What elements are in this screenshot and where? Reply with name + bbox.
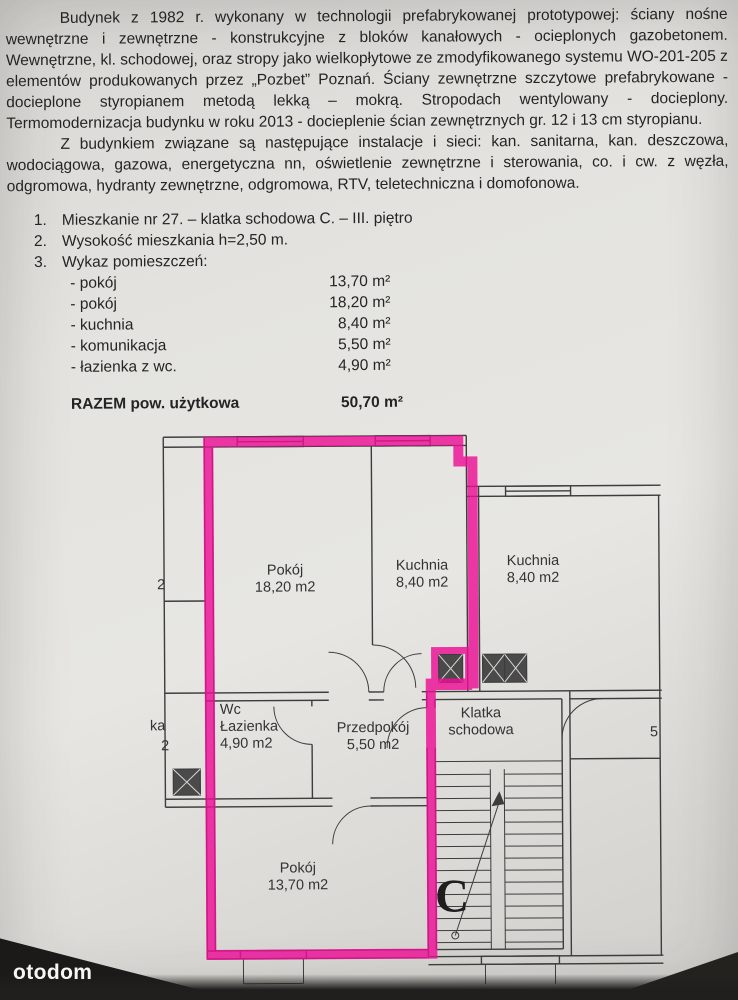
partial-label-left-mid1: ka	[149, 718, 166, 735]
partial-label-right: 5	[649, 724, 659, 741]
scan-shadow-bottom	[0, 974, 738, 1000]
room-label-area: 4,90 m2	[220, 735, 273, 752]
otodom-watermark: otodom	[13, 961, 93, 984]
room-label-area: 8,40 m2	[395, 574, 449, 591]
stairs	[435, 760, 564, 950]
room-label-name: Kuchnia	[506, 552, 560, 570]
stairs-direction-arrowhead	[491, 791, 505, 807]
room-label-pokoj-large: Pokój 18,20 m2	[255, 562, 316, 596]
room-label-area: 5,50 m2	[346, 736, 400, 754]
room-label-pokoj-small: Pokój 13,70 m2	[268, 860, 329, 894]
room-label-name: Kuchnia	[395, 557, 449, 574]
stairwell-letter: C	[434, 870, 470, 923]
apartment-highlight-outline	[203, 435, 479, 961]
room-label-przedpokoj: Przedpokój 5,50 m2	[337, 720, 410, 754]
partial-label-left-top: 2	[157, 577, 166, 594]
highlighted-shaft-box	[431, 646, 473, 691]
room-label-wc-lazienka: Wc Łazienka 4,90 m2	[220, 702, 278, 753]
room-label-name: Łazienka	[219, 718, 279, 735]
partial-label-left-mid2: 2	[161, 738, 170, 755]
room-label-name: Przedpokój	[336, 719, 410, 737]
room-label-kuchnia-neighbor: Kuchnia 8,40 m2	[507, 553, 560, 587]
room-label-area: 13,70 m2	[267, 877, 329, 894]
room-label-kuchnia: Kuchnia 8,40 m2	[396, 558, 449, 592]
room-label-area: 18,20 m2	[254, 579, 316, 596]
room-label-name: Wc	[219, 701, 241, 718]
room-label-klatka-schodowa: Klatka schodowa	[448, 705, 514, 739]
duct-shafts	[172, 653, 528, 796]
room-label-name: Pokój	[279, 860, 317, 877]
room-label-name: schodowa	[448, 722, 514, 739]
room-label-name: Klatka	[460, 705, 502, 722]
room-label-name: Pokój	[266, 562, 304, 579]
room-label-area: 8,40 m2	[506, 569, 560, 587]
